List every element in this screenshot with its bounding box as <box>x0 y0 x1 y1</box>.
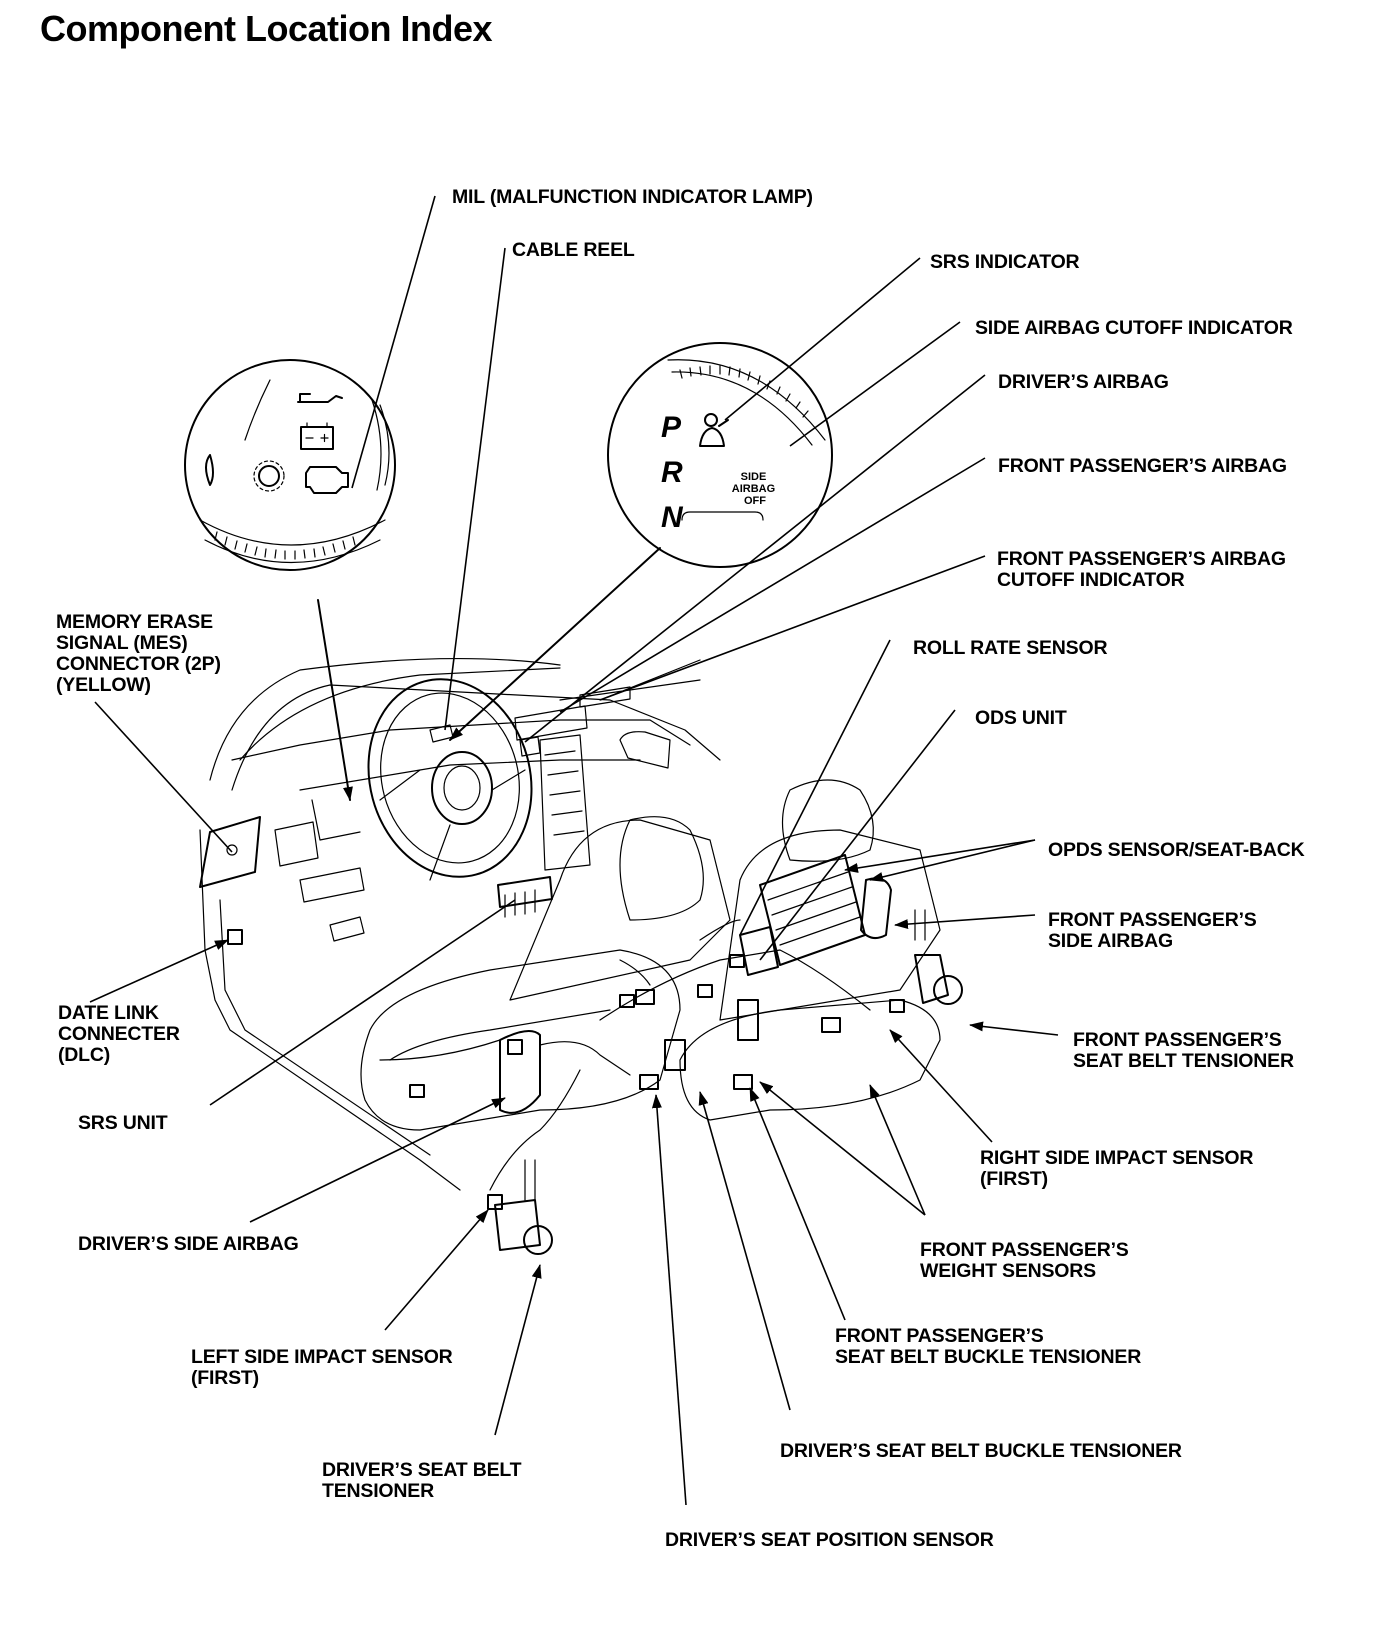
tick-marks-left <box>214 531 356 560</box>
label-front-pass-side-airbag: FRONT PASSENGER’S SIDE AIRBAG <box>1048 909 1257 952</box>
cutoff-indicator-shape <box>579 686 631 708</box>
ods-unit-shape <box>739 926 779 976</box>
label-ods-unit: ODS UNIT <box>975 707 1067 729</box>
right-impact-sensor-shape <box>821 1017 841 1033</box>
label-front-pass-airbag-cutoff: FRONT PASSENGER’S AIRBAG CUTOFF INDICATO… <box>997 548 1286 591</box>
label-dlc: DATE LINK CONNECTER (DLC) <box>58 1002 180 1066</box>
label-side-airbag-cutoff: SIDE AIRBAG CUTOFF INDICATOR <box>975 317 1293 339</box>
driver-headrest <box>619 816 704 921</box>
passenger-side-airbag-shape <box>860 877 892 940</box>
battery-icon <box>300 422 334 450</box>
srs-indicator-icon <box>699 413 729 447</box>
label-left-side-impact: LEFT SIDE IMPACT SENSOR (FIRST) <box>191 1346 453 1389</box>
gear-r: R <box>661 456 683 489</box>
label-drivers-airbag: DRIVER’S AIRBAG <box>998 371 1169 393</box>
indicator-small <box>519 736 541 757</box>
label-drivers-seat-belt-tensioner: DRIVER’S SEAT BELT TENSIONER <box>322 1459 522 1502</box>
label-right-side-impact: RIGHT SIDE IMPACT SENSOR (FIRST) <box>980 1147 1254 1190</box>
steering-wheel <box>367 678 533 878</box>
label-mes-connector: MEMORY ERASE SIGNAL (MES) CONNECTOR (2P)… <box>56 611 221 696</box>
page-title: Component Location Index <box>40 8 493 49</box>
passenger-airbag-shape <box>514 705 588 741</box>
gear-p: P <box>661 411 682 444</box>
driver-seat-cushion <box>360 949 681 1131</box>
connector-1 <box>635 989 655 1005</box>
right-vent <box>619 731 671 769</box>
left-impact-sensor-shape <box>487 1194 503 1210</box>
label-front-pass-buckle: FRONT PASSENGER’S SEAT BELT BUCKLE TENSI… <box>835 1325 1142 1368</box>
partial-icon <box>205 454 214 486</box>
cluster-detail-right: P R N SIDE AIRBAG OFF <box>607 342 833 568</box>
lower-panel <box>299 867 365 903</box>
passenger-seatback <box>719 829 941 1021</box>
label-mil: MIL (MALFUNCTION INDICATOR LAMP) <box>452 186 813 208</box>
dlc-shape <box>227 929 243 945</box>
side-airbag-off-text: SIDE AIRBAG OFF <box>732 471 778 507</box>
driver-seatback <box>509 819 731 1001</box>
passenger-belt-tensioner-shape <box>914 954 949 1004</box>
label-srs-indicator: SRS INDICATOR <box>930 251 1080 273</box>
label-opds-sensor: OPDS SENSOR/SEAT-BACK <box>1048 839 1305 861</box>
weight-sensor-right <box>737 999 759 1041</box>
driver-belt-tensioner-shape <box>494 1199 541 1251</box>
brake-icon <box>253 460 285 492</box>
label-drivers-side-airbag: DRIVER’S SIDE AIRBAG <box>78 1233 299 1255</box>
label-drivers-buckle: DRIVER’S SEAT BELT BUCKLE TENSIONER <box>780 1440 1182 1462</box>
opds-sensor-shape <box>759 854 866 966</box>
leader-lines <box>89 195 1059 1506</box>
label-front-pass-airbag: FRONT PASSENGER’S AIRBAG <box>998 455 1287 477</box>
car-interior-drawing <box>199 657 963 1255</box>
steering-hub <box>431 751 493 825</box>
label-front-pass-weight: FRONT PASSENGER’S WEIGHT SENSORS <box>920 1239 1129 1282</box>
oil-icon <box>297 393 343 403</box>
driver-seat-position-sensor-shape <box>639 1074 659 1090</box>
weight-sensor-left <box>664 1039 686 1071</box>
label-drivers-seat-position: DRIVER’S SEAT POSITION SENSOR <box>665 1529 994 1551</box>
label-front-pass-seat-belt-tensioner: FRONT PASSENGER’S SEAT BELT TENSIONER <box>1073 1029 1294 1072</box>
left-vent <box>274 821 319 867</box>
connector-2 <box>733 1074 753 1090</box>
passenger-headrest <box>781 779 874 862</box>
label-srs-unit: SRS UNIT <box>78 1112 168 1134</box>
passenger-seat-cushion <box>679 999 941 1121</box>
driver-side-airbag-shape <box>499 1030 541 1114</box>
engine-check-icon <box>305 466 349 494</box>
label-roll-rate: ROLL RATE SENSOR <box>913 637 1108 659</box>
gear-n: N <box>661 501 684 534</box>
cluster-detail-left <box>184 359 396 571</box>
label-cable-reel: CABLE REEL <box>512 239 635 261</box>
mes-connector-shape <box>199 816 261 888</box>
